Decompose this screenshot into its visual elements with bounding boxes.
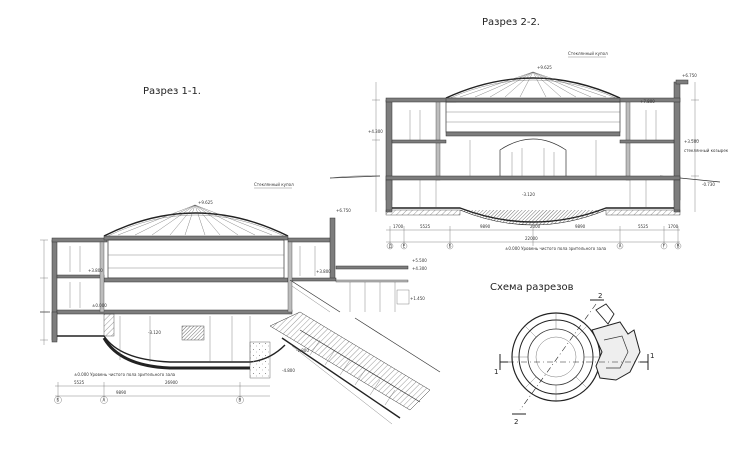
dim-s2-total: 22000 — [525, 236, 538, 241]
elev-s2-1: +9.625 — [537, 65, 552, 70]
elev-s1-7: +1.450 — [410, 296, 425, 301]
axis-s1-3: В — [239, 398, 242, 403]
dome-note-s2: Стеклянный купол — [568, 51, 608, 56]
elev-s2-4: +4.300 — [368, 129, 383, 134]
elev-s1-10: -4.800 — [282, 368, 295, 373]
elev-s1-1: +9.625 — [198, 200, 213, 205]
elev-s2-5: +3.500 — [684, 139, 699, 144]
elev-s2-7: -0.730 — [702, 182, 715, 187]
dim-s1-2: 9890 — [116, 390, 127, 395]
scheme-mark-2-bottom: 2 — [514, 418, 518, 426]
dim-s2-6: 5525 — [638, 224, 649, 229]
dim-s2-3: 9890 — [480, 224, 491, 229]
sections-scheme: 1 1 2 2 — [494, 292, 654, 426]
scheme-mark-2-top: 2 — [598, 292, 602, 300]
dim-s2-4: 2000 — [530, 224, 541, 229]
elev-s1-8: -3.120 — [148, 330, 161, 335]
axis-s1-1: Б — [57, 398, 60, 403]
floor-note-s1: ±0.000 Уровень чистого пола зрительного … — [74, 372, 176, 377]
elev-s1-2: +6.750 — [336, 208, 351, 213]
axis-s2-1: Д — [389, 244, 392, 249]
elev-s1-4: +4.300 — [412, 266, 427, 271]
elev-s1-11: +3.800 — [316, 269, 331, 274]
elev-s2-3: +7.800 — [640, 99, 655, 104]
elev-s2-6: -3.120 — [522, 192, 535, 197]
elev-s1-3: +5.500 — [412, 258, 427, 263]
scheme-mark-1-right: 1 — [650, 352, 654, 360]
dim-s2-7: 1700 — [668, 224, 679, 229]
axis-s2-2: Е — [403, 244, 406, 249]
section-1-title: Разрез 1-1. — [143, 86, 201, 97]
dim-s2-1: 1700 — [393, 224, 404, 229]
axis-s2-5: Г — [663, 244, 666, 249]
dim-s1-1: 5525 — [74, 380, 85, 385]
axis-s2-6: В — [677, 244, 680, 249]
canopy-note-s2: стеклянный козырек — [684, 148, 729, 153]
section-2-drawing: Д Е Б А Г В 1700 5525 9890 2000 9890 552… — [329, 51, 729, 251]
axis-s1-2: А — [103, 398, 106, 403]
elev-s1-6: ±0.000 — [92, 303, 107, 308]
elev-s2-2: +6.750 — [682, 73, 697, 78]
dim-s1-3: 26900 — [165, 380, 178, 385]
elev-s1-9: -1.800 — [296, 348, 309, 353]
axis-s2-3: Б — [449, 244, 452, 249]
elev-s1-5: +3.800 — [88, 268, 103, 273]
scheme-mark-1-left: 1 — [494, 368, 498, 376]
floor-note-s2: ±0.000 Уровень чистого пола зрительного … — [505, 246, 607, 251]
dome-note-s1: Стеклянный купол — [254, 182, 294, 187]
dim-s2-2: 5525 — [420, 224, 431, 229]
scheme-title: Схема разрезов — [490, 282, 574, 293]
section-1-drawing: Б А В 5525 9890 26900 +9.625 +6.750 +5.5… — [40, 182, 441, 425]
axis-s2-4: А — [619, 244, 622, 249]
section-2-title: Разрез 2-2. — [482, 17, 540, 28]
dim-s2-5: 9890 — [575, 224, 586, 229]
